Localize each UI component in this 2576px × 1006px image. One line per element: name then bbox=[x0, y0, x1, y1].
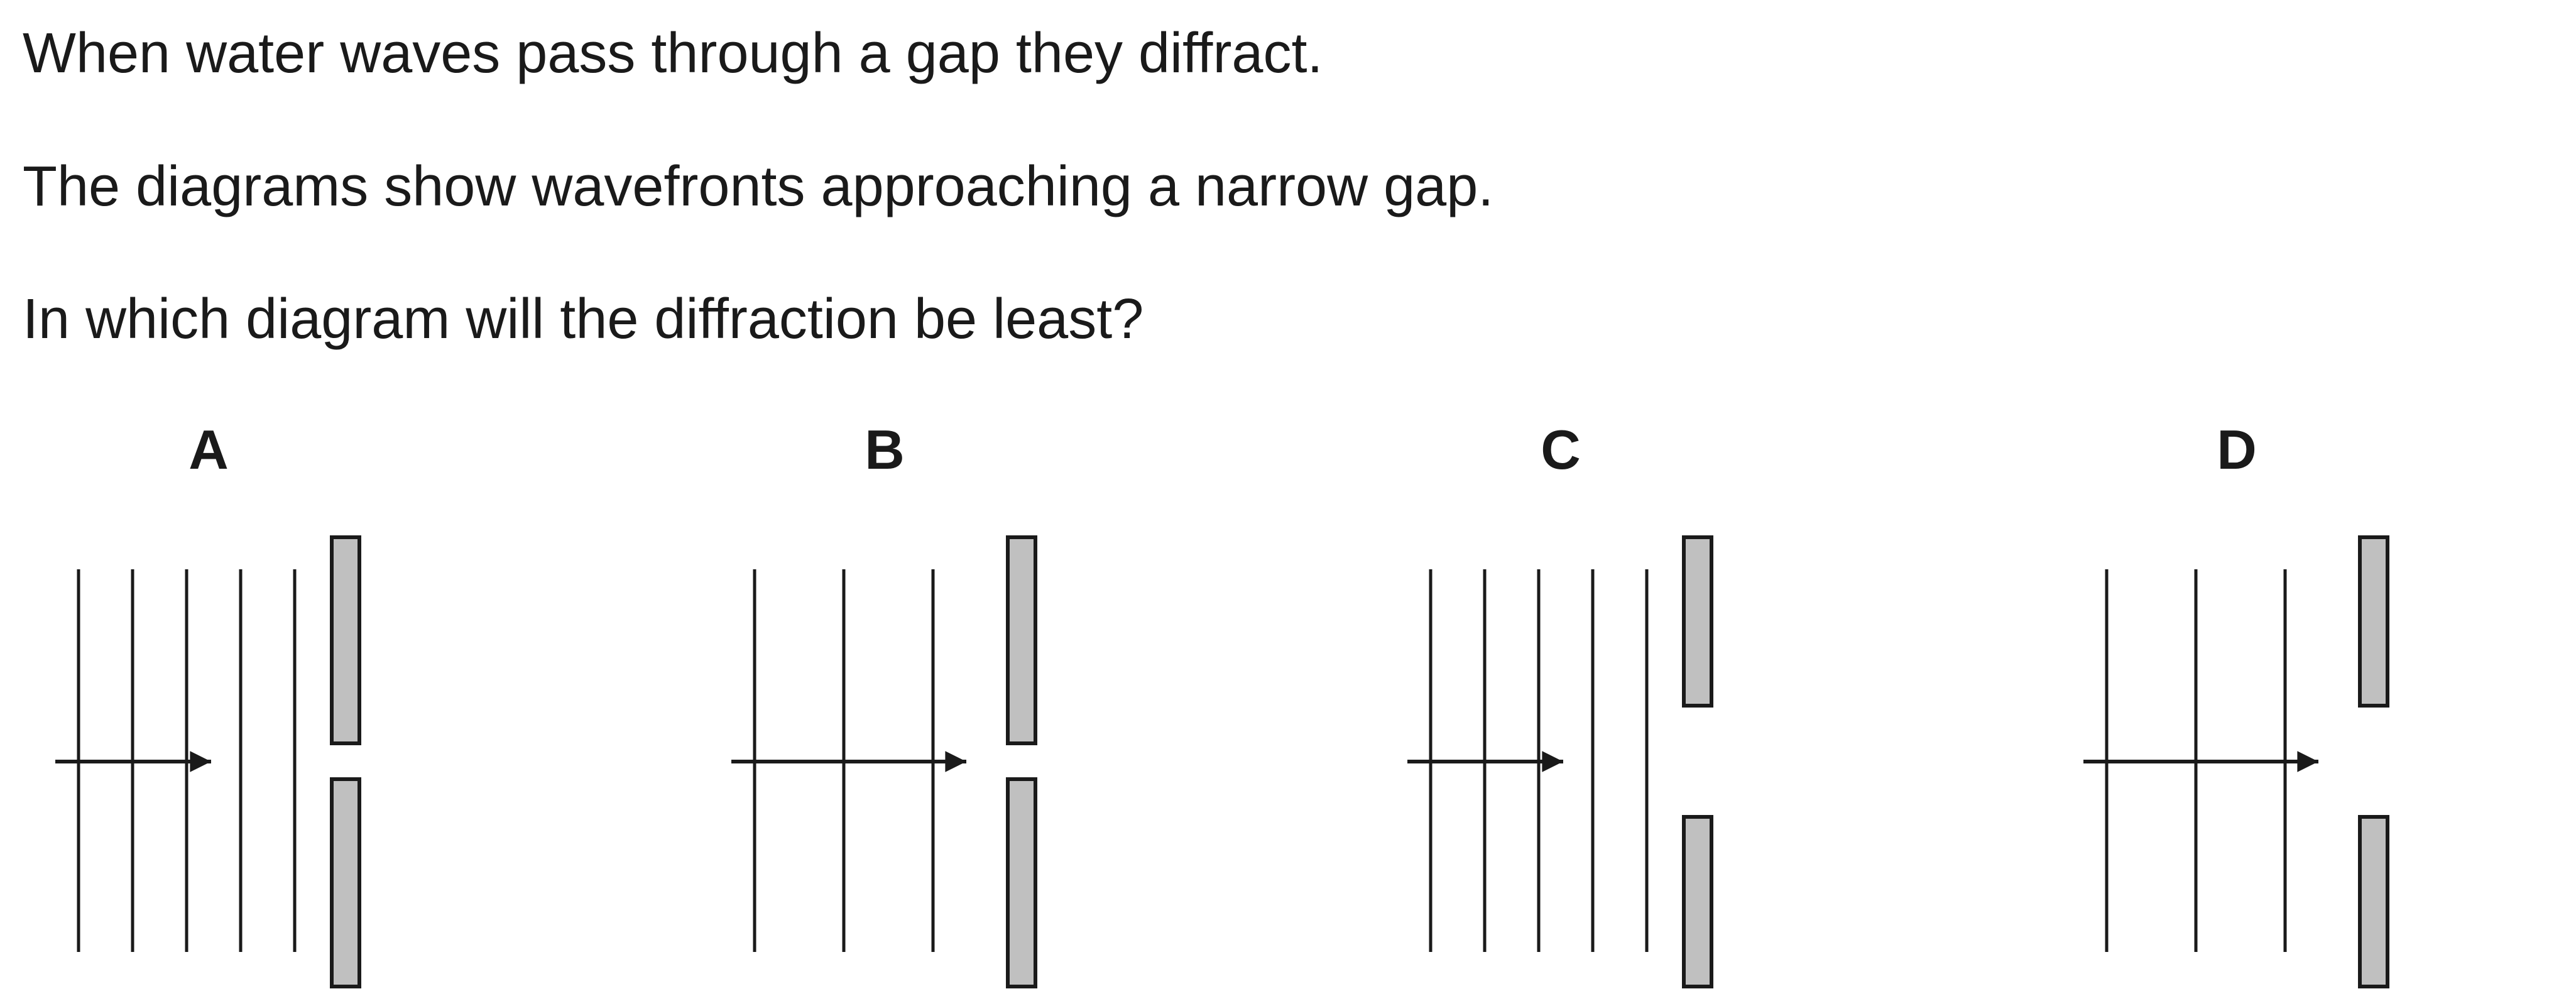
diagram-d bbox=[2083, 535, 2389, 988]
barrier-lower bbox=[330, 777, 361, 988]
option-label-a[interactable]: A bbox=[188, 418, 229, 481]
diagram-b bbox=[731, 535, 1037, 988]
barrier-upper bbox=[2358, 535, 2389, 708]
barrier-upper bbox=[1682, 535, 1713, 708]
barrier-lower bbox=[1006, 777, 1037, 988]
question-intro: When water waves pass through a gap they… bbox=[23, 22, 1323, 85]
barrier-lower bbox=[2358, 815, 2389, 988]
barrier-lower bbox=[1682, 815, 1713, 988]
diagram-a bbox=[55, 535, 361, 988]
question-prompt: In which diagram will the diffraction be… bbox=[23, 288, 1144, 351]
option-label-b[interactable]: B bbox=[865, 418, 905, 481]
option-label-c[interactable]: C bbox=[1541, 418, 1581, 481]
barrier-upper bbox=[1006, 535, 1037, 745]
question-description: The diagrams show wavefronts approaching… bbox=[23, 155, 1494, 218]
diagram-c bbox=[1407, 535, 1713, 988]
barrier-upper bbox=[330, 535, 361, 745]
option-label-d[interactable]: D bbox=[2217, 418, 2257, 481]
